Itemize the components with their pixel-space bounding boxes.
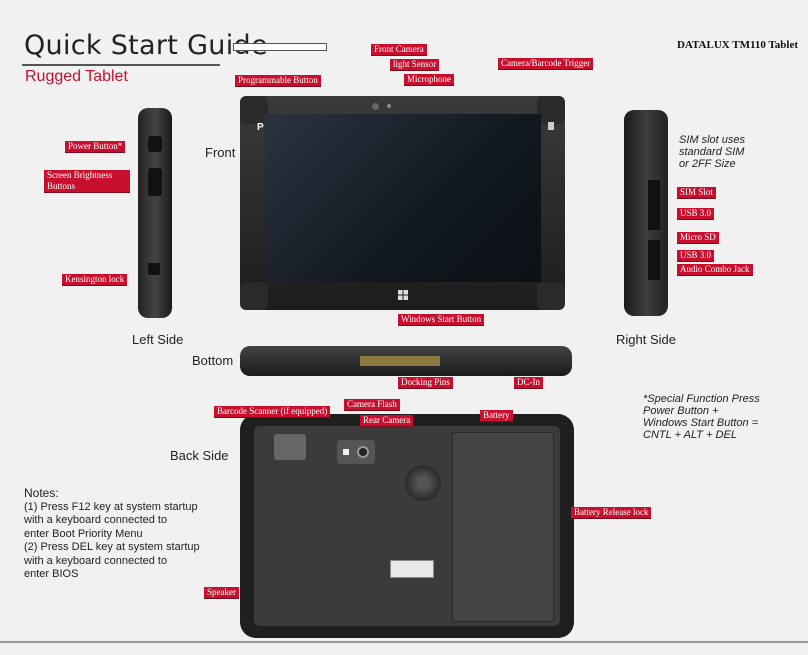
notes-heading: Notes: xyxy=(24,486,59,500)
left-side-image xyxy=(138,108,172,318)
callout-screen-brightness: Screen Brightness Buttons xyxy=(44,170,130,192)
special-note-line: Windows Start Button = xyxy=(643,417,759,429)
port-cluster-graphic xyxy=(648,240,660,280)
callout-camera-barcode-trigger: Camera/Barcode Trigger xyxy=(498,58,594,69)
rear-camera-lens-icon xyxy=(357,446,369,458)
bumper-corner xyxy=(240,96,268,124)
power-button-graphic xyxy=(148,136,162,152)
windows-logo-icon xyxy=(398,287,408,300)
sim-note-line: SIM slot uses xyxy=(679,134,746,146)
notes-line: (1) Press F12 key at system startup xyxy=(24,500,198,513)
programmable-p-icon: P xyxy=(257,122,264,133)
callout-front-camera: Front Camera xyxy=(371,44,427,55)
left-side-label: Left Side xyxy=(132,332,184,347)
title-decoration-box xyxy=(233,43,327,51)
footer-rule xyxy=(0,641,808,643)
fan-vent-icon xyxy=(405,465,441,501)
bottom-label: Bottom xyxy=(192,353,234,368)
callout-light-sensor: light Sensor xyxy=(390,59,440,70)
callout-power-button: Power Button* xyxy=(65,141,126,152)
trigger-icon xyxy=(548,122,554,130)
kensington-slot-graphic xyxy=(148,263,160,275)
docking-pins-graphic xyxy=(360,356,440,366)
special-function-note: *Special Function Press Power Button + W… xyxy=(643,393,760,441)
right-side-label: Right Side xyxy=(616,332,676,347)
callout-windows-start: Windows Start Button xyxy=(398,314,485,325)
callout-rear-camera: Rear Camera xyxy=(360,415,414,426)
callout-camera-flash: Camera Flash xyxy=(344,399,400,410)
special-note-line: *Special Function Press xyxy=(643,393,760,405)
callout-sim-slot: SIM Slot xyxy=(677,187,716,198)
front-camera-lens xyxy=(372,103,379,110)
brightness-buttons-graphic xyxy=(148,168,162,196)
bottom-side-image xyxy=(240,346,572,376)
light-sensor-dot xyxy=(387,104,391,108)
brand-label: DATALUX TM110 Tablet xyxy=(676,39,798,51)
label-sticker xyxy=(390,560,434,578)
callout-speaker: Speaker xyxy=(204,587,239,598)
title-underline xyxy=(22,64,220,66)
barcode-scanner-module xyxy=(274,434,306,460)
callout-barcode-scanner: Barcode Scanner (if equipped) xyxy=(214,406,331,417)
special-note-line: Power Button + xyxy=(643,405,719,417)
callout-usb-1: USB 3.0 xyxy=(677,208,715,219)
page-title: Quick Start Guide xyxy=(24,30,268,61)
back-side-label: Back Side xyxy=(170,448,229,463)
notes-line: (2) Press DEL key at system startup xyxy=(24,541,200,553)
callout-microphone: Microphone xyxy=(404,74,454,85)
battery-panel xyxy=(452,432,554,622)
front-label: Front xyxy=(205,145,236,160)
sim-note-line: standard SIM xyxy=(679,146,745,158)
notes-block: Notes: (1) Press F12 key at system start… xyxy=(24,486,200,582)
port-cluster-graphic xyxy=(648,180,660,230)
right-side-image xyxy=(624,110,668,316)
page-subtitle: Rugged Tablet xyxy=(25,68,128,85)
notes-line: enter Boot Priority Menu xyxy=(24,527,143,540)
rear-camera-module xyxy=(337,440,375,464)
callout-micro-sd: Micro SD xyxy=(677,232,719,243)
special-note-line: CNTL + ALT + DEL xyxy=(643,429,737,441)
callout-audio-jack: Audio Combo Jack xyxy=(677,264,753,275)
callout-battery-release: Battery Release lock xyxy=(571,507,652,518)
bumper-corner xyxy=(537,282,565,310)
notes-line: with a keyboard connected to xyxy=(24,554,168,567)
flash-icon xyxy=(343,449,349,455)
sim-note: SIM slot uses standard SIM or 2FF Size xyxy=(679,134,745,170)
bumper-corner xyxy=(240,282,268,310)
callout-usb-2: USB 3.0 xyxy=(677,250,715,261)
tablet-screen xyxy=(265,114,541,282)
callout-dc-in: DC-In xyxy=(514,377,543,388)
sim-note-line: or 2FF Size xyxy=(679,158,736,170)
notes-line: with a keyboard connected to xyxy=(24,514,168,526)
callout-battery: Battery xyxy=(480,410,513,421)
notes-line: enter BIOS xyxy=(24,568,79,580)
callout-kensington-lock: Kensington lock xyxy=(62,274,128,285)
bumper-corner xyxy=(537,96,565,124)
callout-programmable-button: Programmable Button xyxy=(235,75,321,86)
callout-docking-pins: Docking Pins xyxy=(398,377,453,388)
